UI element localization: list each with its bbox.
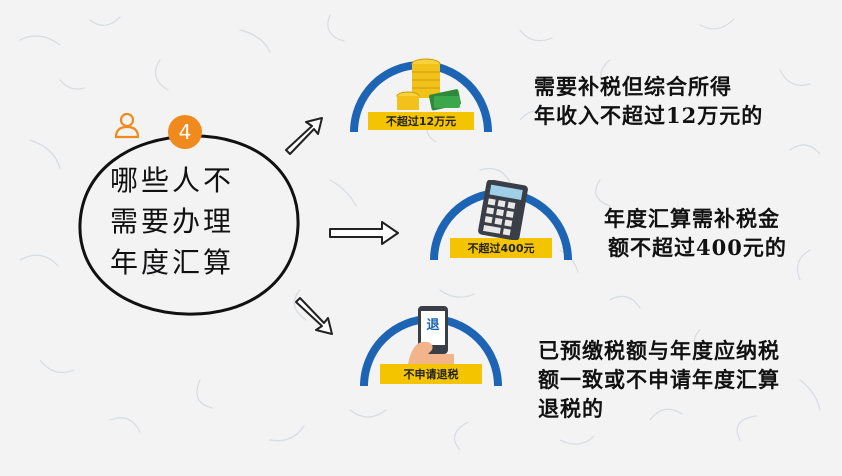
step-number-badge: 4 (168, 115, 202, 149)
phone-refund-icon (408, 306, 454, 364)
arrow-up-right-icon (285, 117, 323, 155)
title-line-2: 需要办理 (110, 205, 235, 238)
title-line-3: 年度汇算 (110, 246, 235, 279)
gauge-label-amount: 不超过400元 (467, 242, 535, 255)
calculator-icon (478, 180, 528, 240)
hand-drawn-circle (78, 134, 300, 316)
gauge-label-income: 不超过12万元 (385, 115, 457, 128)
arrow-right-icon (329, 221, 399, 245)
gauge-label-refund: 不申请退税 (403, 368, 459, 381)
desc-amount-line-1: 年度汇算需补税金 (604, 206, 780, 231)
desc-income-line-1: 需要补税但综合所得 (534, 74, 732, 99)
desc-amount-line-2: 额不超过400元的 (608, 235, 787, 260)
desc-amount: 年度汇算需补税金 额不超过400元的 (604, 204, 787, 262)
desc-refund-line-3: 退税的 (538, 396, 604, 421)
gauge-card-refund: 退 不申请退税 (356, 302, 506, 388)
phone-screen-text: 退 (426, 318, 440, 333)
person-icon (114, 112, 140, 139)
desc-refund: 已预缴税额与年度应纳税 额一致或不申请年度汇算 退税的 (538, 336, 780, 423)
title-line-1: 哪些人不 (110, 164, 235, 197)
coins-icon (396, 58, 461, 111)
desc-income: 需要补税但综合所得 年收入不超过12万元的 (534, 72, 763, 130)
desc-refund-line-1: 已预缴税额与年度应纳税 (538, 338, 780, 363)
desc-income-line-2: 年收入不超过12万元的 (534, 103, 764, 128)
gauge-card-income: 不超过12万元 (346, 50, 496, 136)
arrow-down-right-icon (295, 297, 333, 335)
page-title: 哪些人不 需要办理 年度汇算 (110, 160, 280, 283)
desc-refund-line-2: 额一致或不申请年度汇算 (538, 367, 780, 392)
gauge-card-amount: 不超过400元 (426, 176, 576, 262)
